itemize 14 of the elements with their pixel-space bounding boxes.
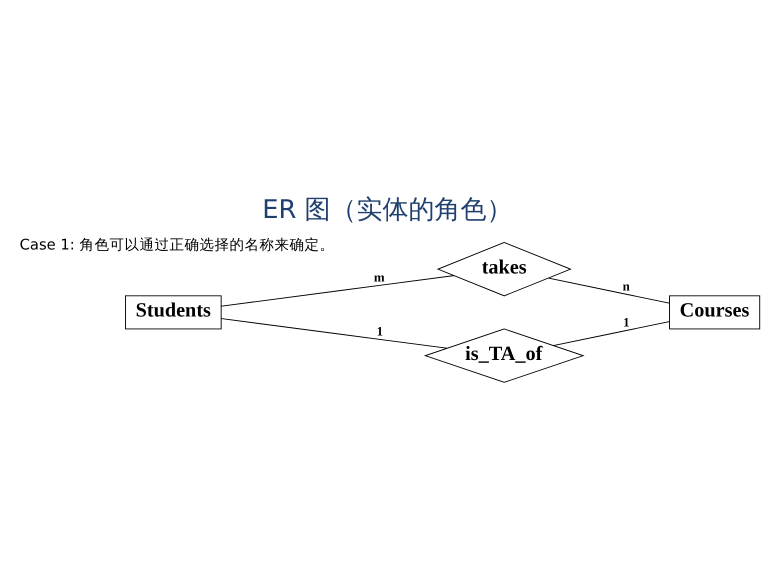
edge-label: 1 [376,324,384,339]
node-box: Students [125,295,222,330]
label: Case 1: 角色可以通过正确选择的名称来确定。 [20,236,334,254]
node-box: Courses [669,295,760,330]
diagram-title: ER 图（实体的角色） [262,194,513,225]
connector [220,318,448,349]
node-diamond: takes [436,242,572,296]
connector [220,275,454,307]
connector [553,321,670,346]
edge-label: 1 [623,315,630,330]
edge-label: m [374,270,385,284]
connector [548,278,670,304]
node-diamond: is_TA_of [424,328,585,383]
edge-label: n [622,279,630,294]
